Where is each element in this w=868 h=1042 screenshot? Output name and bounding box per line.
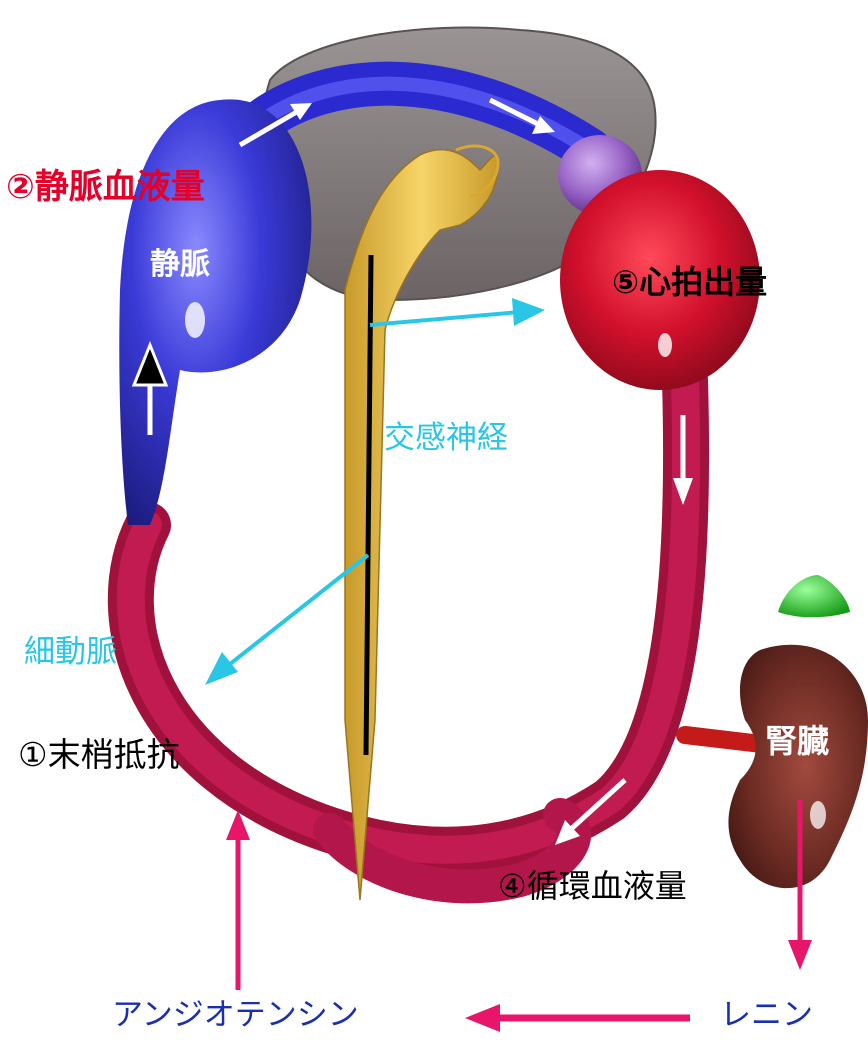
nerve-arrow-to-heart (370, 312, 520, 325)
arteriole-label: 細動脈 (24, 637, 117, 668)
peripheral-resistance-label: ①末梢抵抗 (18, 738, 180, 771)
sympathetic-nerve-label: 交感神経 (384, 423, 508, 454)
renin-to-angiotensin-arrow (465, 1004, 690, 1032)
angiotensin-label: アンジオテンシン (112, 1000, 359, 1031)
cardiac-output-label: ⑤心拍出量 (612, 266, 767, 298)
angiotensin-arrow (226, 810, 250, 990)
renin-label: レニン (720, 1000, 813, 1031)
vein-label: 静脈 (150, 250, 210, 280)
kidney-organ (685, 645, 868, 888)
circulating-volume-label: ④循環血液量 (498, 870, 687, 902)
venous-volume-label: ②静脈血液量 (6, 170, 205, 204)
kidney-label: 腎臓 (765, 725, 829, 757)
adrenal-gland (778, 575, 850, 617)
vein-reservoir (119, 99, 311, 525)
